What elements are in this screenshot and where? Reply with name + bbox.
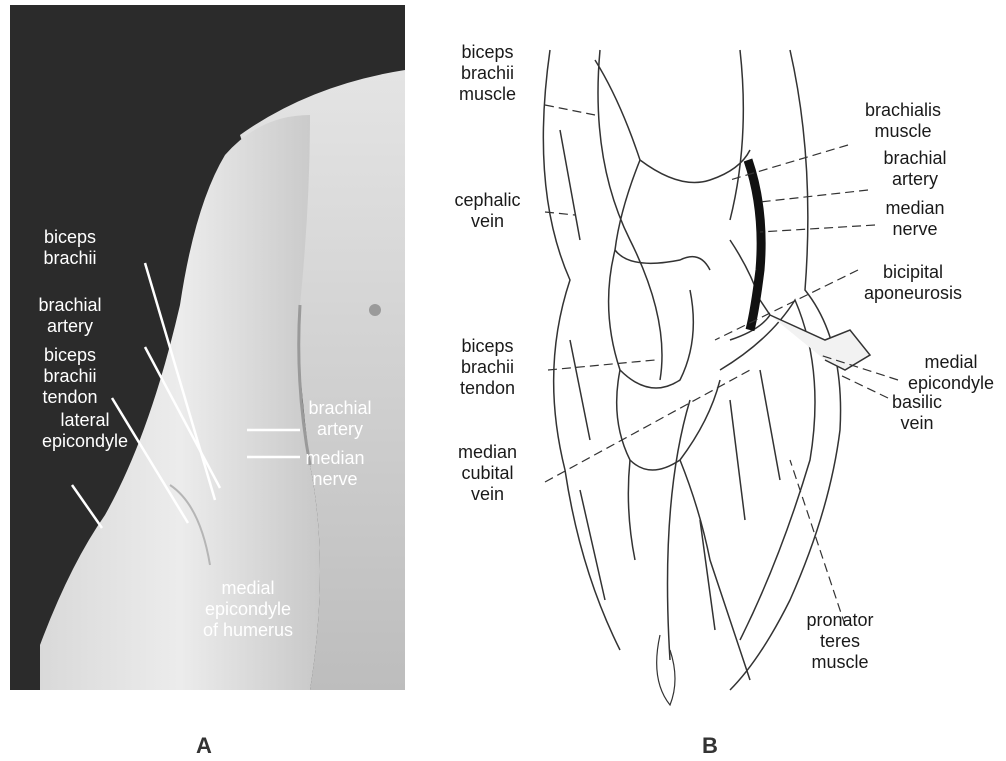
label-biceps-brachii-tendon: biceps brachii tendon	[30, 345, 110, 408]
syringe-shape	[770, 315, 870, 370]
label-median-cubital-vein: median cubital vein	[430, 442, 545, 505]
label-lateral-epicondyle: lateral epicondyle	[30, 410, 140, 452]
label-biceps-brachii-muscle: biceps brachii muscle	[430, 42, 545, 105]
label-brachial-artery: brachial artery	[30, 295, 110, 337]
panel-b-drawing: biceps brachii muscle cephalic vein bice…	[430, 40, 1006, 720]
muscle-outlines	[543, 50, 840, 690]
label-biceps-brachii: biceps brachii	[30, 227, 110, 269]
label-pronator-teres-muscle: pronator teres muscle	[790, 610, 890, 673]
label-brachial-artery: brachial artery	[860, 148, 970, 190]
brachial-artery-shape	[748, 160, 761, 330]
panel-a-photo: biceps brachii brachial artery biceps br…	[10, 5, 405, 690]
panel-letter-b: B	[702, 733, 718, 759]
label-bicipital-aponeurosis: bicipital aponeurosis	[848, 262, 978, 304]
label-basilic-vein: basilic vein	[872, 392, 962, 434]
label-medial-epicondyle-of-humerus: medial epicondyle of humerus	[188, 578, 308, 641]
label-median-nerve: median nerve	[860, 198, 970, 240]
label-medial-epicondyle: medial epicondyle	[896, 352, 1006, 394]
label-biceps-brachii-tendon: biceps brachii tendon	[430, 336, 545, 399]
label-median-nerve: median nerve	[300, 448, 370, 490]
label-brachial-artery-right: brachial artery	[300, 398, 380, 440]
panel-letter-a: A	[196, 733, 212, 759]
label-brachialis-muscle: brachialis muscle	[838, 100, 968, 142]
label-cephalic-vein: cephalic vein	[430, 190, 545, 232]
